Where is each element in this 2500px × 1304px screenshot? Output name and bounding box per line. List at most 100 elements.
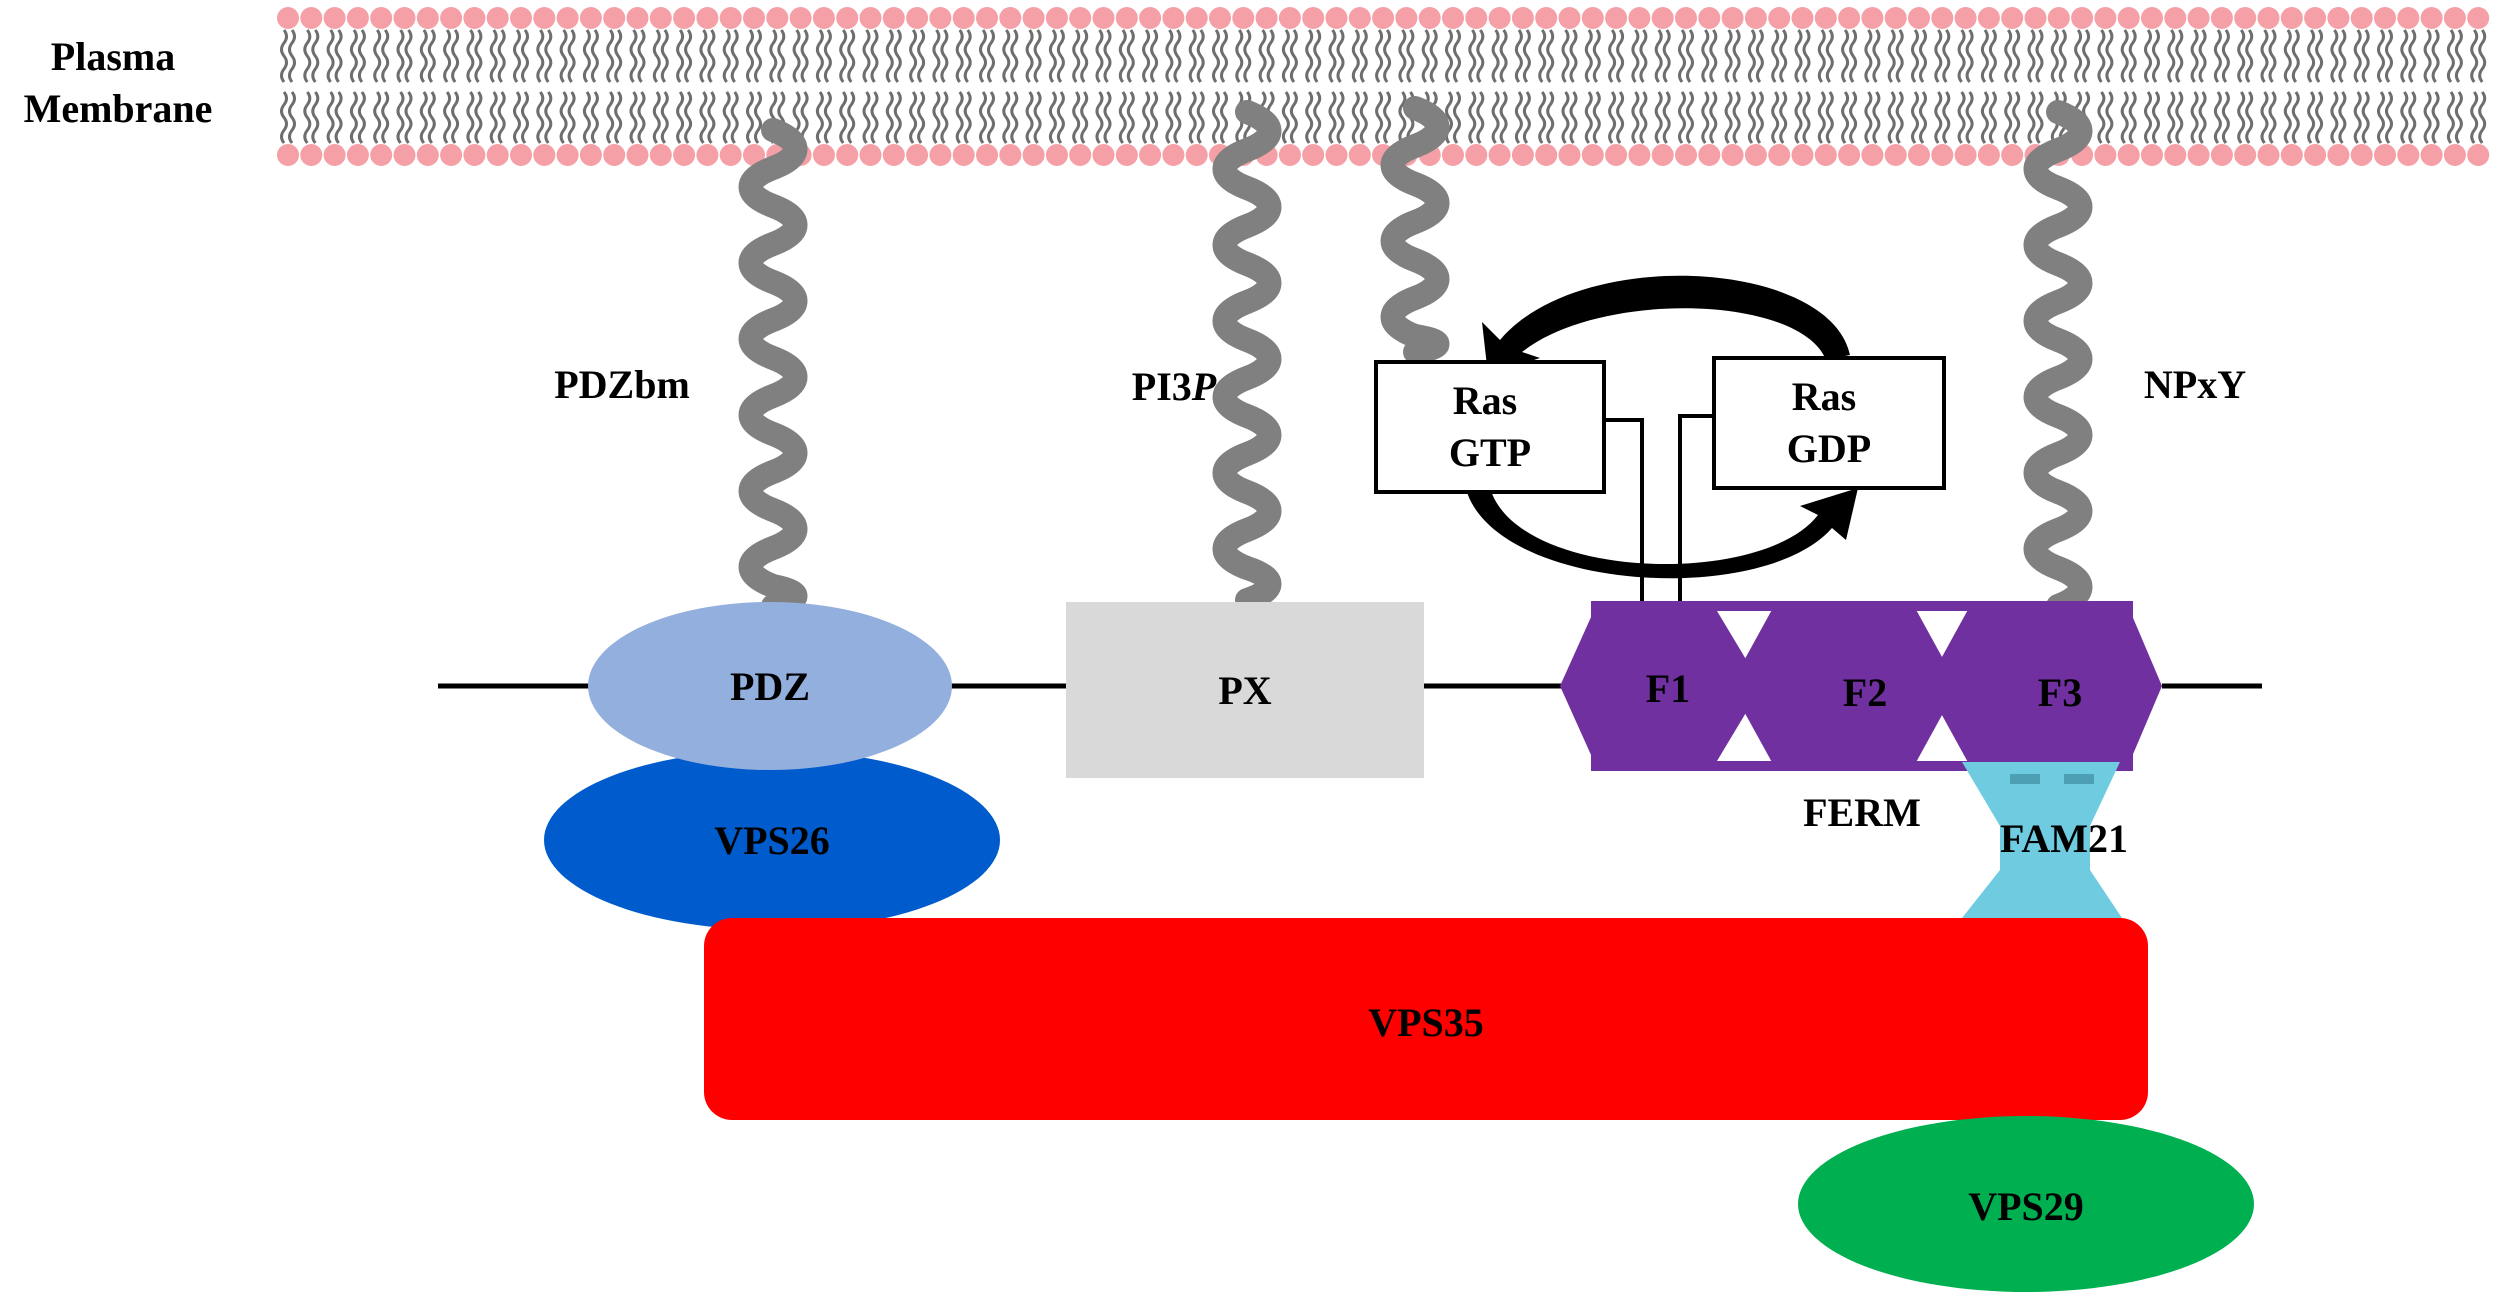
lipid-head [2187,144,2210,166]
lipid-head [1954,144,1977,166]
lipid-tail [2454,29,2463,83]
lipid-tail [451,29,460,83]
lipid-tail [1942,29,1951,83]
ras-f1-connectors [1604,414,1714,606]
lipid-tail [1872,29,1881,83]
lipid-head [1465,144,1488,166]
ras-gtp-line2: GTP [1449,430,1531,475]
lipid-tail [2307,91,2316,144]
lipid-tail [1538,29,1547,83]
lipid-tail [1351,29,1360,83]
lipid-tail [932,91,941,144]
lipid-head [2234,144,2257,166]
membrane-lipid-tails-bottom [280,91,2487,144]
lipid-tail [792,29,801,83]
lipid-tail [1608,29,1617,83]
lipid-tail [1957,91,1966,144]
lipid-tail [1468,29,1477,83]
lipid-tail [1336,91,1345,144]
lipid-head [556,7,579,29]
lipid-tail [521,91,529,144]
lipid-head [2443,7,2466,29]
lipid-tail [862,91,871,144]
vps35-subunit: VPS35 [704,918,2148,1120]
lipid-tail [2283,29,2292,83]
lipid-tail [2190,91,2199,144]
lipid-tail [2237,29,2246,83]
lipid-head [1325,7,1348,29]
lipid-head [812,7,835,29]
lipid-head [696,7,719,29]
membrane-lipid-tails-top [280,29,2487,83]
lipid-tail [1631,29,1640,83]
lipid-head [2210,7,2233,29]
lipid-head [416,7,439,29]
lipid-tail [1980,91,1989,144]
lipid-tail [722,29,731,83]
lipid-tail [2097,29,2106,83]
pi3p-label-italic: P [1191,364,1217,409]
lipid-tail [746,29,754,83]
lipid-head [1698,7,1721,29]
lipid-tail [2446,29,2455,83]
lipid-head [1931,7,1954,29]
lipid-tail [629,29,638,83]
lipid-tail [1802,91,1811,144]
lipid-tail [1126,91,1135,144]
lipid-tail [381,29,390,83]
lipid-tail [1173,91,1182,144]
lipid-head [579,144,602,166]
lipid-tail [1258,29,1267,83]
lipid-head [1698,144,1721,166]
lipid-tail [2198,29,2207,83]
lipid-tail [2237,91,2246,144]
lipid-tail [746,91,754,144]
lipid-tail [1686,91,1694,144]
lipid-head [1418,7,1441,29]
lipid-head [1162,7,1185,29]
lipid-tail [1919,29,1927,83]
lipid-tail [2330,29,2339,83]
lipid-tail [979,29,987,83]
lipid-head [836,7,859,29]
lipid-head [1814,7,1837,29]
lipid-tail [521,29,529,83]
lipid-tail [489,91,498,144]
lipid-tail [1825,91,1834,144]
lipid-head [603,7,626,29]
lipid-tail [1165,29,1174,83]
lipid-tail [1747,91,1756,144]
lipid-tail [1173,29,1182,83]
lipid-tail [917,91,926,144]
lipid-head [1535,144,1558,166]
lipid-tail [419,91,428,144]
lipid-tail [1771,91,1780,144]
lipid-tail [2213,29,2222,83]
lipid-tail [559,29,568,83]
pi3p-lipid-tail [1212,100,1282,612]
lipid-tail [497,29,506,83]
lipid-tail [288,29,296,83]
lipid-tail [2423,91,2432,144]
lipid-head [649,144,672,166]
lipid-head [277,7,299,29]
lipid-tail [2027,29,2036,83]
lipid-tail [1934,29,1943,83]
lipid-tail [1538,91,1547,144]
lipid-head [1977,7,2000,29]
lipid-tail [466,91,475,144]
lipid-head [323,144,346,166]
lipid-tail [1002,91,1011,144]
lipid-tail [2446,91,2455,144]
lipid-tail [489,29,498,83]
lipid-tail [1196,29,1205,83]
lipid-tail [1243,29,1252,83]
lipid-head [1651,144,1674,166]
lipid-tail [326,91,335,144]
lipid-tail [419,29,428,83]
lipid-tail [1747,29,1756,83]
lipid-tail [800,91,809,144]
lipid-head [1581,144,1604,166]
lipid-tail [1686,29,1694,83]
lipid-tail [1546,29,1555,83]
